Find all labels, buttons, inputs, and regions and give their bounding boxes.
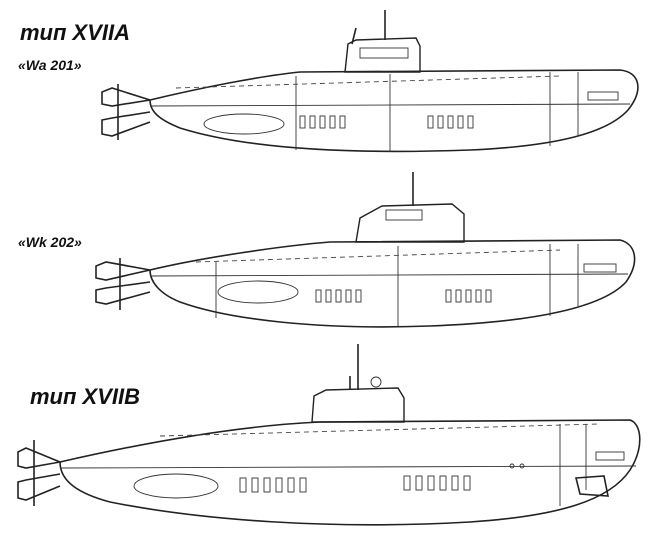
submarine-wk-202	[95, 172, 636, 328]
submarine-wa-201	[101, 10, 639, 153]
wk-202-label: «Wk 202»	[18, 234, 82, 250]
type-xviia-label: тип XVIIA	[20, 20, 131, 45]
wa-201-label: «Wa 201»	[18, 57, 82, 73]
type-xviib-label: тип XVIIB	[30, 384, 141, 409]
submarine-xviib	[17, 344, 641, 526]
